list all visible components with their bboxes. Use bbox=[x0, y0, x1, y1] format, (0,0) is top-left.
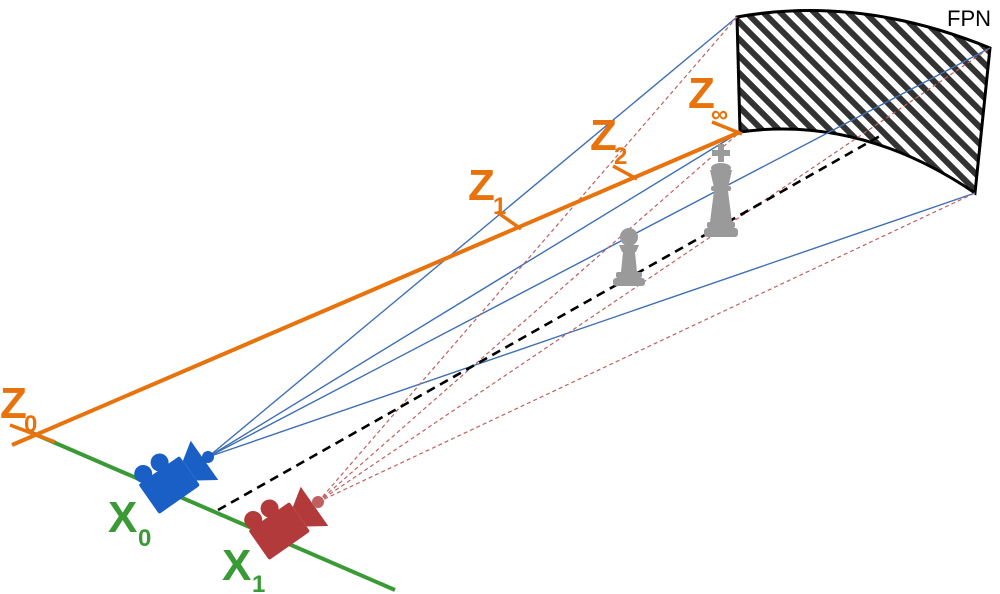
chess-pawn-icon bbox=[613, 228, 645, 286]
x0-label: X bbox=[108, 493, 137, 542]
z2-subscript: 2 bbox=[614, 143, 627, 170]
fpn-label: FPN bbox=[947, 6, 991, 31]
zinf-tick bbox=[711, 120, 743, 136]
z2-tick bbox=[612, 164, 638, 181]
z1-subscript: 1 bbox=[493, 193, 506, 220]
z-axis-ticks bbox=[9, 120, 743, 444]
zinf-subscript: ∞ bbox=[711, 101, 728, 128]
camera-icon bbox=[134, 440, 219, 514]
z2-label: Z bbox=[590, 111, 617, 160]
far-plane-region bbox=[735, 9, 992, 196]
zinf-label: Z bbox=[688, 69, 715, 118]
camera-1-center bbox=[312, 496, 324, 508]
camera-0-rays bbox=[207, 16, 991, 458]
z0-subscript: 0 bbox=[24, 411, 37, 438]
x0-subscript: 0 bbox=[138, 525, 151, 552]
z-axis bbox=[11, 130, 741, 447]
x-axis bbox=[29, 430, 396, 592]
camera-0-center bbox=[202, 451, 214, 463]
z1-label: Z bbox=[468, 161, 495, 210]
optical-axis bbox=[217, 134, 881, 512]
chess-king-icon bbox=[704, 144, 738, 237]
z0-tick bbox=[9, 423, 56, 444]
z1-tick bbox=[495, 210, 523, 231]
camera-1-rays bbox=[317, 16, 991, 503]
x1-subscript: 1 bbox=[252, 571, 265, 594]
x1-label: X bbox=[222, 541, 251, 590]
z0-label: Z bbox=[0, 379, 27, 428]
camera-icon bbox=[244, 486, 329, 560]
